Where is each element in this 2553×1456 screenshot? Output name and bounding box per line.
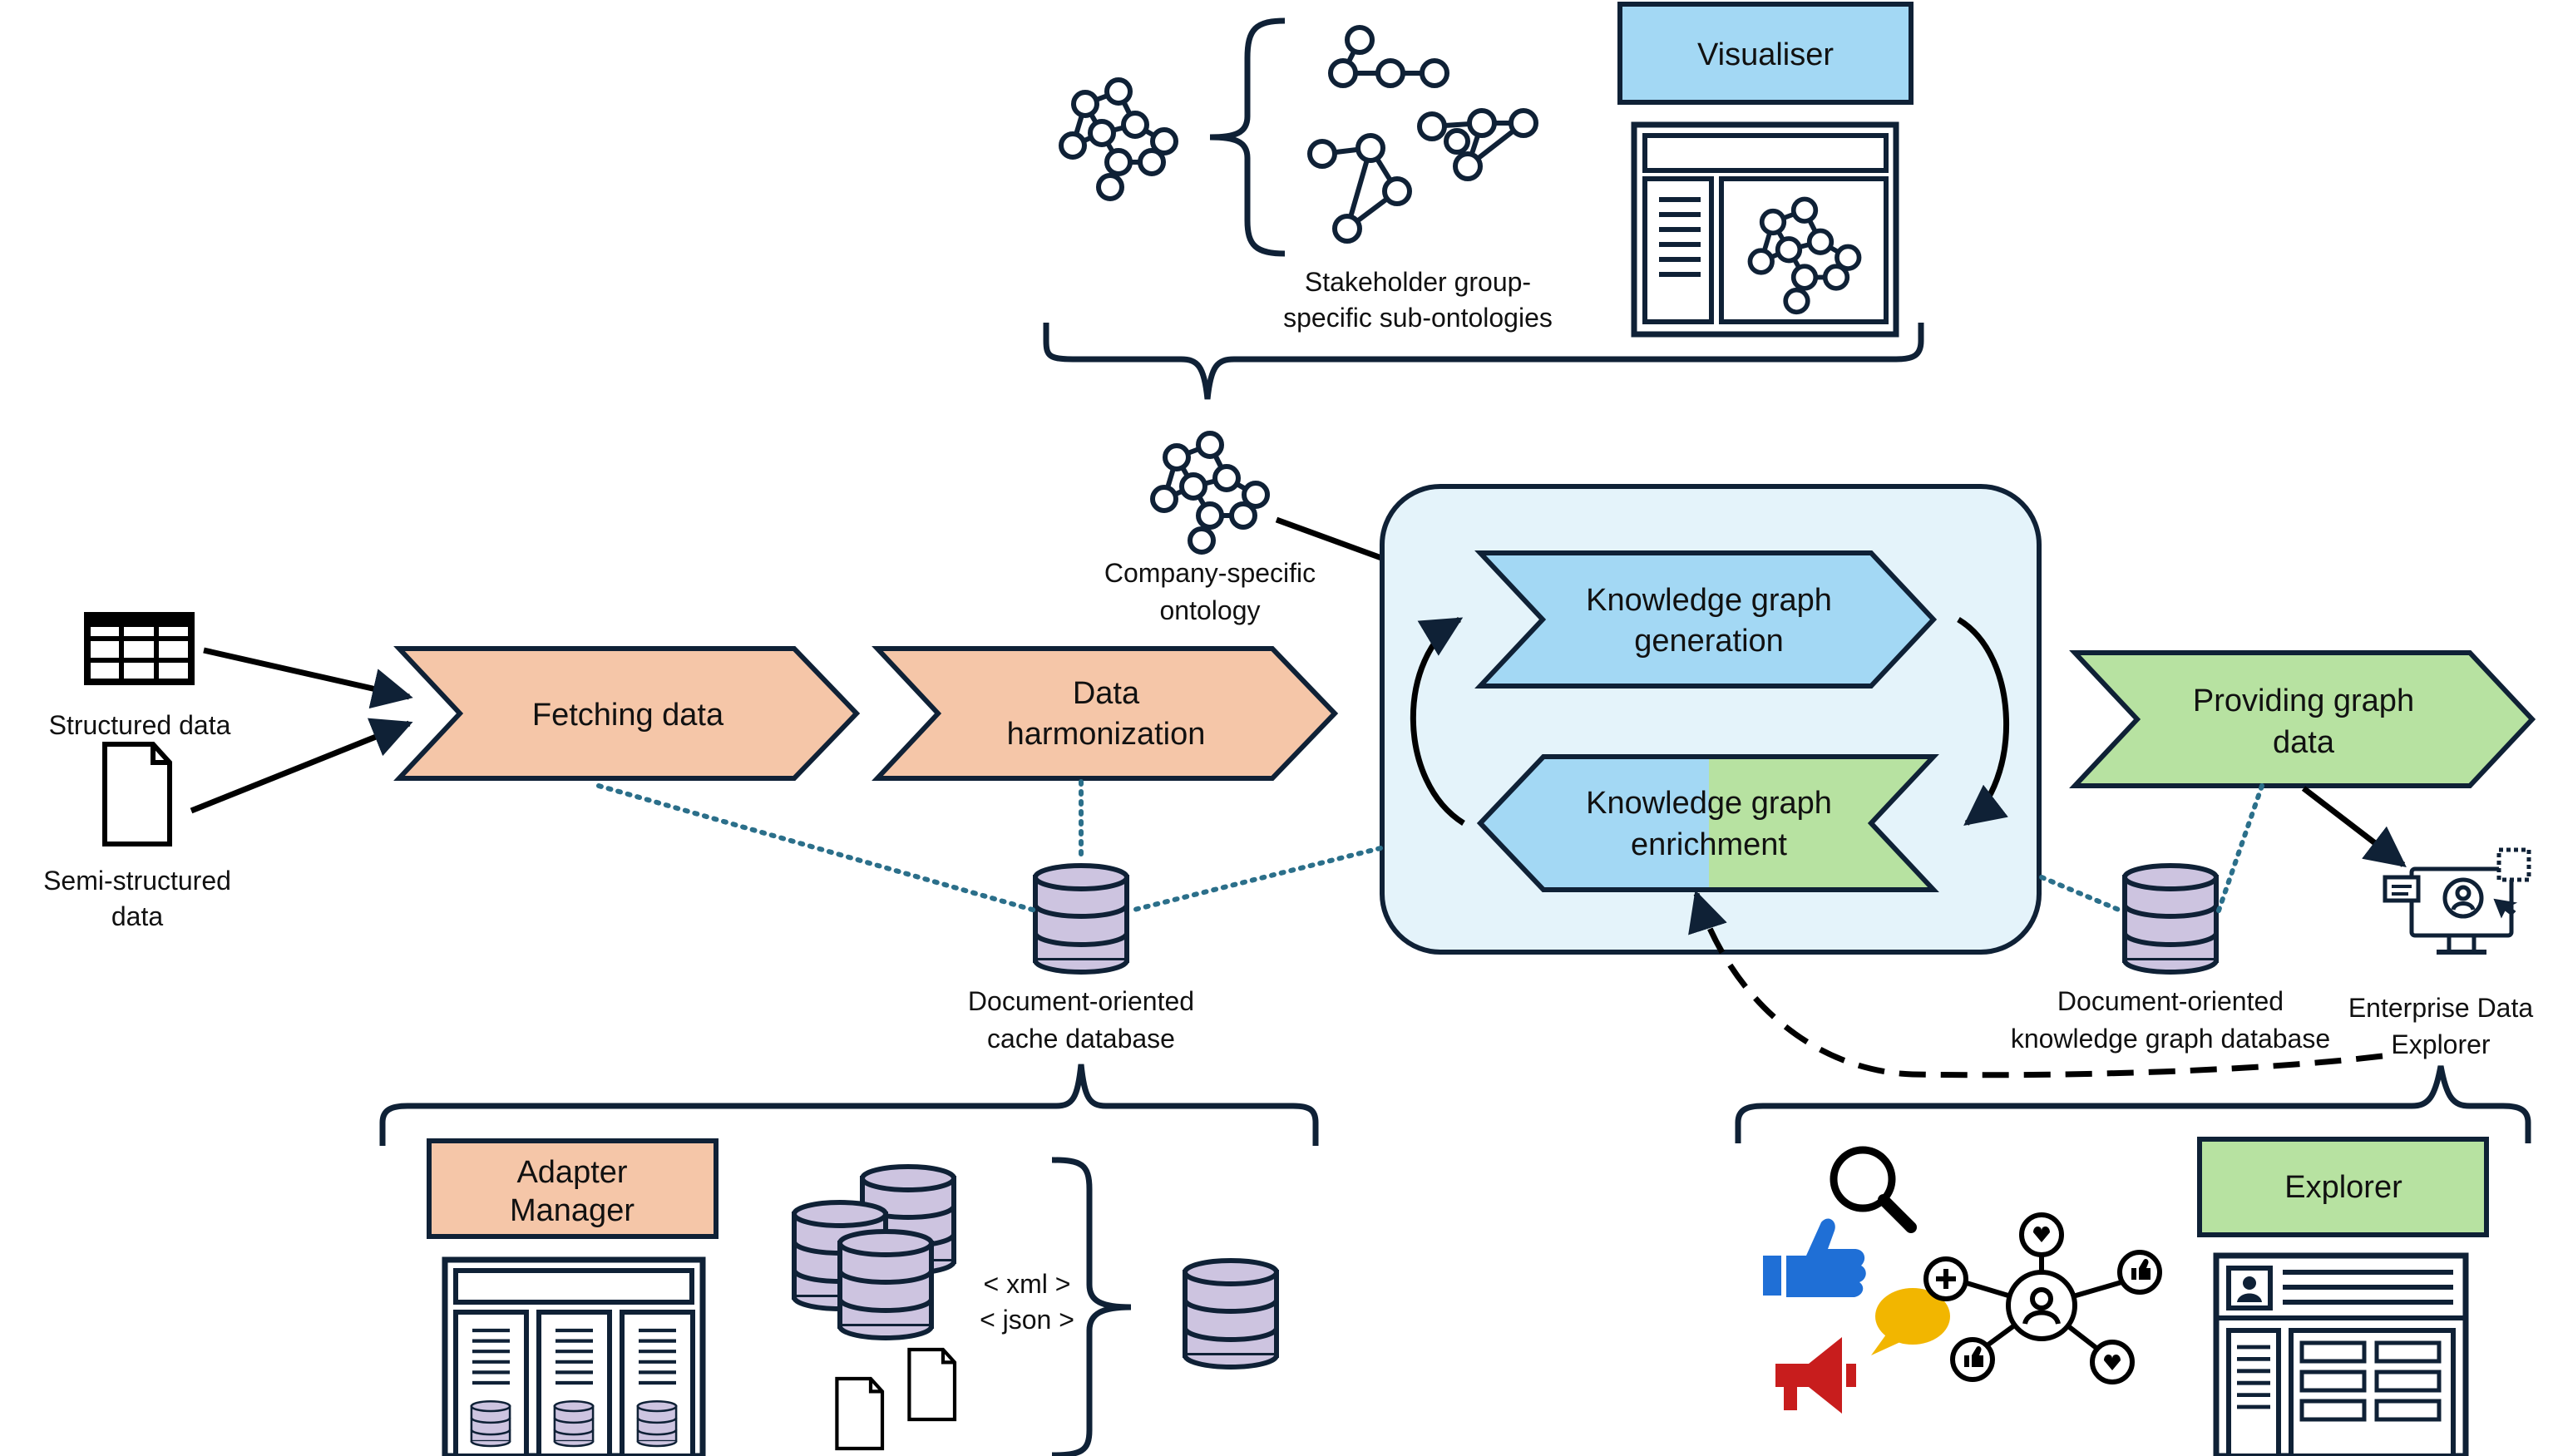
- kg-generation-step: Knowledge graph generation: [1474, 550, 1938, 689]
- harmonization-label-line1: Data: [1073, 676, 1140, 711]
- visualiser-title-box: Visualiser: [1617, 2, 1914, 105]
- thumbs-up-icon: [1763, 1218, 1866, 1297]
- social-network-icon: [1923, 1212, 2162, 1384]
- adapter-format-brace: [1051, 1157, 1132, 1456]
- cache-db-label-line1: Document-oriented: [968, 986, 1194, 1016]
- stakeholder-main-graph-icon: [1061, 80, 1176, 199]
- providing-label-line1: Providing graph: [2193, 684, 2414, 718]
- adapter-section-brace: [379, 1064, 1319, 1146]
- kg-enrichment-label-line1: Knowledge graph: [1586, 786, 1832, 821]
- adapter-manager-title-box: Adapter Manager: [427, 1138, 718, 1239]
- visualiser-window-icon: [1631, 121, 1899, 338]
- semi-structured-label-line1: Semi-structured: [43, 866, 231, 896]
- providing-graph-data-step: Providing graph data: [2069, 650, 2536, 788]
- kg-generation-label-line1: Knowledge graph: [1586, 583, 1832, 618]
- explorer-label: Explorer: [2284, 1170, 2402, 1205]
- company-ontology-label-line1: Company-specific: [1104, 558, 1316, 588]
- kg-generation-label-line2: generation: [1634, 624, 1784, 659]
- sub-ontology-icon-3: [1417, 108, 1538, 181]
- adapter-target-database-icon: [1185, 1261, 1276, 1367]
- cache-database-icon: [1035, 866, 1127, 972]
- kg-enrichment-label-line2: enrichment: [1631, 827, 1787, 862]
- adapter-databases-stack-icon: [794, 1167, 954, 1338]
- stakeholder-brace: [1209, 17, 1286, 257]
- semi-structured-data-icon: [105, 744, 170, 844]
- stakeholder-label-line1: Stakeholder group-: [1305, 267, 1531, 297]
- kg-database-icon: [2125, 866, 2216, 972]
- enrichment-to-generation-cycle-arrow: [1410, 617, 1465, 826]
- semi-structured-label-line2: data: [111, 901, 163, 931]
- fetching-data-label: Fetching data: [532, 698, 724, 733]
- visualiser-label: Visualiser: [1697, 37, 1834, 72]
- semi-to-fetch-arrow: [190, 718, 413, 814]
- harmonization-label-line2: harmonization: [1007, 717, 1206, 752]
- company-ontology-icon: [1153, 433, 1267, 552]
- explorer-app-label-line2: Explorer: [2391, 1029, 2491, 1059]
- adapter-manager-window-icon: [442, 1256, 706, 1456]
- json-label: < json >: [980, 1305, 1074, 1335]
- adapter-documents-icon: [837, 1350, 955, 1449]
- kg-enrichment-step: Knowledge graph enrichment: [1476, 754, 1939, 892]
- providing-to-explorer-arrow: [2301, 786, 2407, 867]
- kg-db-label-line1: Document-oriented: [2057, 986, 2284, 1016]
- search-icon: [1830, 1146, 1917, 1233]
- structured-data-label: Structured data: [49, 710, 231, 740]
- adapter-manager-label-line1: Adapter: [516, 1155, 627, 1190]
- dotted-connectors: [596, 779, 2264, 913]
- explorer-window-icon: [2213, 1252, 2469, 1456]
- enterprise-data-explorer-icon: [2383, 847, 2531, 955]
- top-section-brace: [1043, 323, 1924, 400]
- explorer-feedback-dashed-arrow: [1688, 890, 2383, 1078]
- fetching-data-step: Fetching data: [393, 646, 861, 781]
- adapter-manager-label-line2: Manager: [510, 1193, 635, 1228]
- providing-label-line2: data: [2273, 725, 2335, 760]
- data-harmonization-step: Data harmonization: [872, 646, 1339, 781]
- megaphone-icon: [1775, 1337, 1856, 1414]
- structured-to-fetch-arrow: [203, 647, 413, 709]
- generation-to-enrichment-cycle-arrow: [1957, 617, 2009, 826]
- sub-ontology-icon-1: [1328, 25, 1449, 88]
- structured-data-icon: [84, 612, 195, 685]
- explorer-section-brace: [1735, 1065, 2531, 1143]
- xml-label: < xml >: [984, 1269, 1071, 1299]
- sub-ontology-icon-2: [1307, 133, 1412, 244]
- explorer-app-label-line1: Enterprise Data: [2348, 993, 2534, 1023]
- stakeholder-label-line2: specific sub-ontologies: [1283, 303, 1553, 333]
- cache-db-label-line2: cache database: [987, 1024, 1175, 1054]
- kg-db-label-line2: knowledge graph database: [2011, 1024, 2330, 1054]
- company-ontology-label-line2: ontology: [1160, 595, 1261, 625]
- chat-bubble-icon: [1871, 1288, 1950, 1355]
- explorer-title-box: Explorer: [2197, 1137, 2489, 1237]
